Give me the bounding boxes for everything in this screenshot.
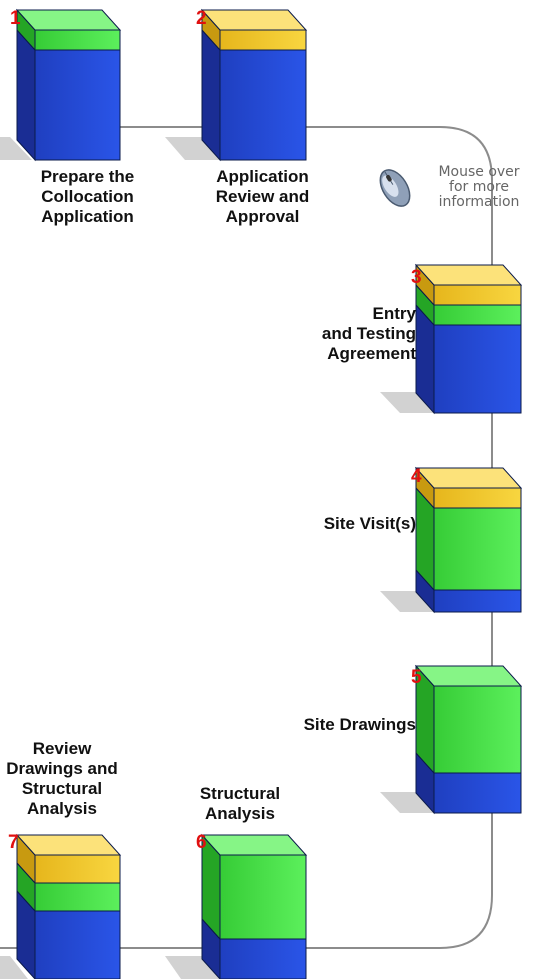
block-3-top <box>414 264 523 286</box>
step-label-3[interactable]: Entry and Testing Agreement <box>260 304 416 364</box>
step-block-7[interactable] <box>15 833 122 979</box>
block-6-green-front <box>219 854 307 940</box>
step-block-1[interactable] <box>15 8 122 162</box>
step-block-6[interactable] <box>200 833 308 979</box>
step-4-line-1: Site Visit(s) <box>323 514 416 533</box>
block-7-green-front <box>34 882 121 912</box>
step-7-line-2: Drawings and <box>6 759 118 778</box>
block-7-blue-front <box>34 910 121 979</box>
block-4-green-front <box>433 507 522 591</box>
block-2-blue-front <box>219 49 307 161</box>
block-6-blue-front <box>219 938 307 979</box>
step-7-line-1: Review <box>32 739 92 758</box>
step-label-7[interactable]: Review Drawings and Structural Analysis <box>0 739 144 819</box>
step-block-5[interactable] <box>414 664 523 815</box>
step-1-line-1: Prepare the <box>40 167 135 186</box>
step-5-line-1: Site Drawings <box>303 715 416 734</box>
step-label-4[interactable]: Site Visit(s) <box>260 514 416 534</box>
block-4-blue-front <box>433 589 522 613</box>
block-3-blue-front <box>433 324 522 414</box>
block-5-green-front <box>433 685 522 774</box>
hint-line-2: for more <box>449 179 509 195</box>
hint-line-1: Mouse over <box>438 164 520 180</box>
block-7-yellow-front <box>34 854 121 884</box>
block-2-top <box>200 9 308 31</box>
step-2-line-1: Application <box>216 167 309 186</box>
step-block-2[interactable] <box>200 8 308 162</box>
step-3-line-1: Entry <box>372 304 416 323</box>
block-6-top <box>200 834 308 856</box>
block-1-blue-front <box>34 49 121 161</box>
step-block-4[interactable] <box>414 466 523 614</box>
step-3-line-3: Agreement <box>327 344 416 363</box>
step-1-line-2: Collocation <box>41 187 134 206</box>
step-7-line-4: Analysis <box>27 799 97 818</box>
block-1-top <box>15 9 122 31</box>
step-blocks <box>15 8 523 979</box>
step-block-3[interactable] <box>414 263 523 415</box>
step-7-line-3: Structural <box>21 779 103 798</box>
step-label-6[interactable]: Structural Analysis <box>188 784 292 824</box>
step-number-3: 3 <box>411 267 422 288</box>
step-6-line-1: Structural <box>199 784 281 803</box>
step-label-1[interactable]: Prepare the Collocation Application <box>10 167 165 227</box>
block-5-top <box>414 665 523 687</box>
step-number-2: 2 <box>196 8 207 29</box>
step-2-line-3: Approval <box>225 207 300 226</box>
step-label-2[interactable]: Application Review and Approval <box>190 167 335 227</box>
step-number-4: 4 <box>411 466 422 487</box>
block-2-yellow-front <box>219 29 307 51</box>
step-6-line-2: Analysis <box>205 804 275 823</box>
step-number-5: 5 <box>411 667 422 688</box>
step-number-6: 6 <box>196 832 207 853</box>
step-number-7: 7 <box>8 832 19 853</box>
mouse-over-hint: Mouse over for more information <box>420 165 535 210</box>
step-number-1: 1 <box>10 8 21 29</box>
hint-line-3: information <box>438 194 520 210</box>
mouse-icon[interactable] <box>370 160 420 216</box>
step-1-line-3: Application <box>41 207 134 226</box>
block-1-green-front <box>34 29 121 51</box>
block-1-blue-side <box>16 28 36 162</box>
block-3-yellow-front <box>433 284 522 306</box>
step-3-line-2: and Testing <box>321 324 416 343</box>
step-label-5[interactable]: Site Drawings <box>240 715 416 735</box>
block-3-green-front <box>433 304 522 326</box>
block-4-top <box>414 467 523 489</box>
block-7-top <box>15 834 122 856</box>
block-2-blue-side <box>201 28 221 162</box>
block-5-blue-front <box>433 772 522 814</box>
block-4-yellow-front <box>433 487 522 509</box>
step-2-line-2: Review and <box>215 187 310 206</box>
